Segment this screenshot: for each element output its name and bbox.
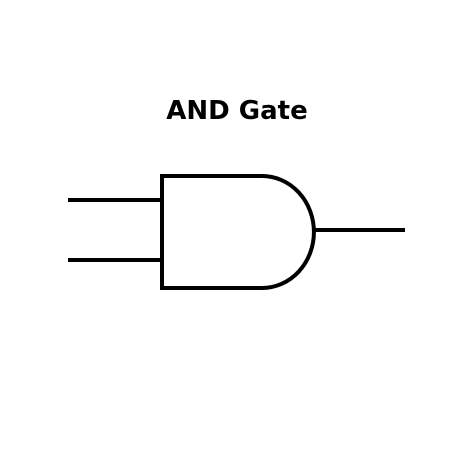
and-gate-body: [160, 174, 316, 290]
diagram-title: AND Gate: [166, 96, 308, 126]
